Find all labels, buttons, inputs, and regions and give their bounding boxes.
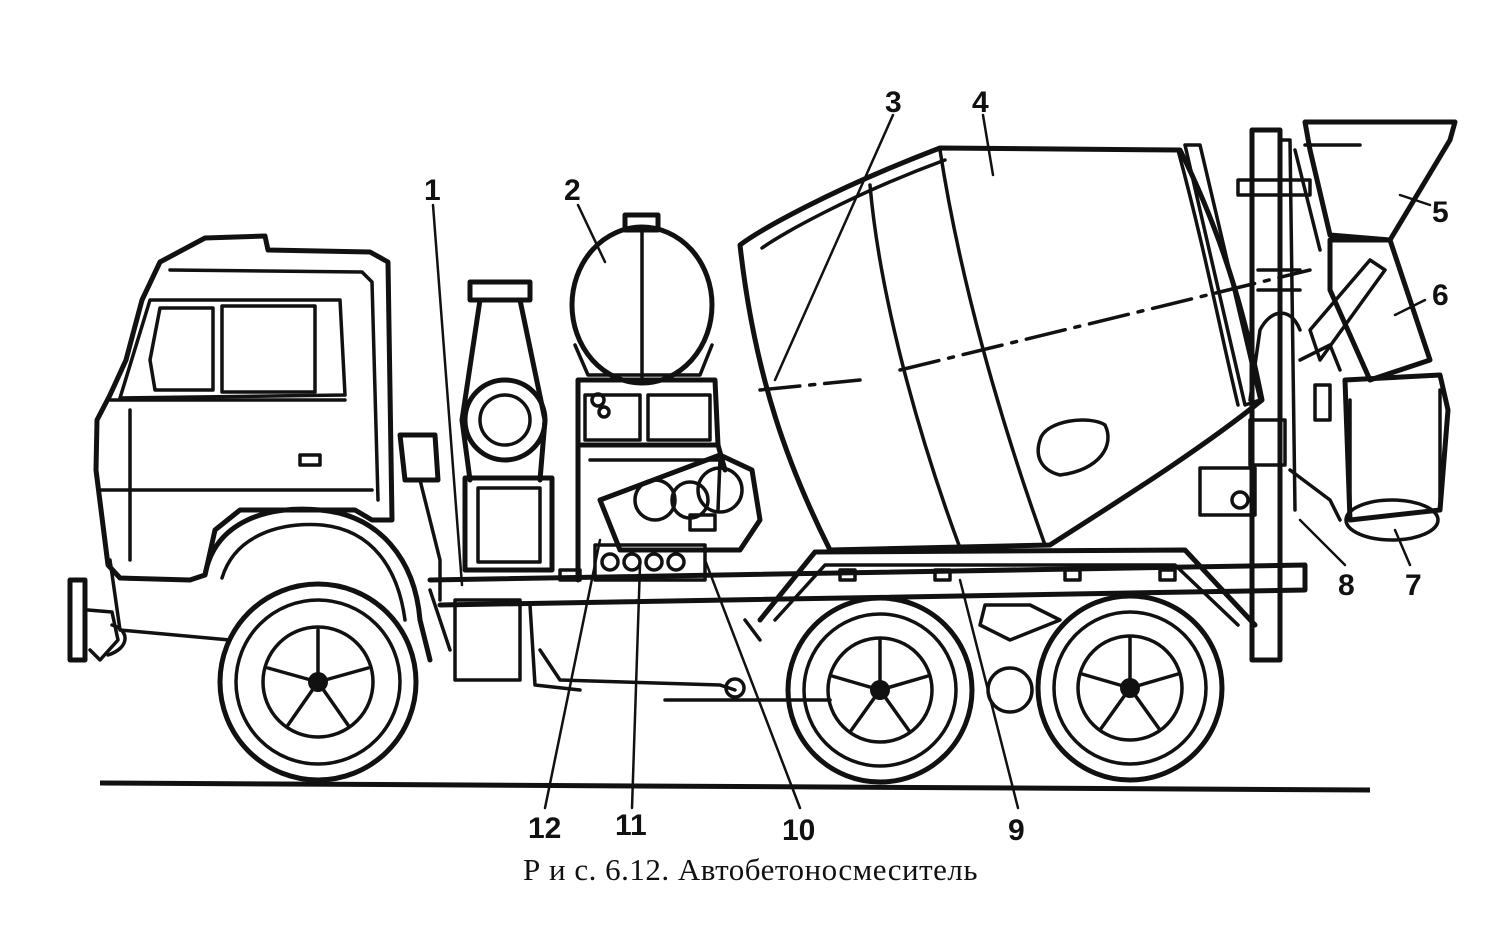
loading-hopper bbox=[1293, 119, 1458, 252]
drum-subframe bbox=[757, 547, 1258, 714]
callout-2: 2 bbox=[564, 174, 581, 207]
leader-2 bbox=[576, 203, 607, 264]
mixer-drum bbox=[737, 143, 1312, 553]
leader-3 bbox=[773, 113, 895, 382]
leader-9 bbox=[958, 578, 1020, 810]
hydraulic-drive bbox=[593, 452, 763, 582]
callout-10: 10 bbox=[782, 814, 815, 847]
pump-assembly bbox=[397, 279, 555, 682]
water-tank bbox=[569, 212, 715, 386]
rear-wheel-2 bbox=[1035, 593, 1225, 783]
callout-numbers: 1 2 3 4 5 6 7 8 9 10 11 12 bbox=[424, 86, 1449, 847]
callout-1: 1 bbox=[424, 174, 441, 207]
figure-caption: Р и с. 6.12. Автобетоносмеситель bbox=[522, 852, 979, 887]
callout-3: 3 bbox=[885, 86, 902, 119]
callout-4: 4 bbox=[972, 86, 989, 119]
rear-frame bbox=[1236, 127, 1312, 663]
front-wheel bbox=[217, 581, 419, 783]
leader-11 bbox=[630, 563, 642, 810]
callout-5: 5 bbox=[1432, 196, 1449, 229]
discharge-chute bbox=[1313, 372, 1451, 542]
callout-8: 8 bbox=[1338, 569, 1355, 602]
leader-1 bbox=[431, 203, 464, 587]
callout-12: 12 bbox=[528, 812, 561, 845]
leader-5 bbox=[1398, 193, 1432, 207]
chassis-frame bbox=[427, 562, 1308, 702]
rear-wheel-1 bbox=[785, 595, 975, 785]
callout-6: 6 bbox=[1432, 279, 1449, 312]
leader-7 bbox=[1393, 528, 1412, 567]
cab bbox=[67, 233, 433, 663]
callout-11: 11 bbox=[615, 809, 647, 842]
callout-7: 7 bbox=[1405, 569, 1422, 602]
callout-9: 9 bbox=[1008, 814, 1025, 847]
rear-hydraulics bbox=[1198, 418, 1342, 522]
leader-lines bbox=[431, 113, 1432, 810]
leader-4 bbox=[981, 113, 995, 177]
leader-10 bbox=[703, 558, 802, 810]
leader-12 bbox=[543, 538, 602, 810]
ground-line bbox=[99, 780, 1371, 793]
leader-6 bbox=[1393, 298, 1427, 317]
unloading-chute bbox=[1298, 237, 1433, 383]
leader-8 bbox=[1298, 518, 1347, 567]
